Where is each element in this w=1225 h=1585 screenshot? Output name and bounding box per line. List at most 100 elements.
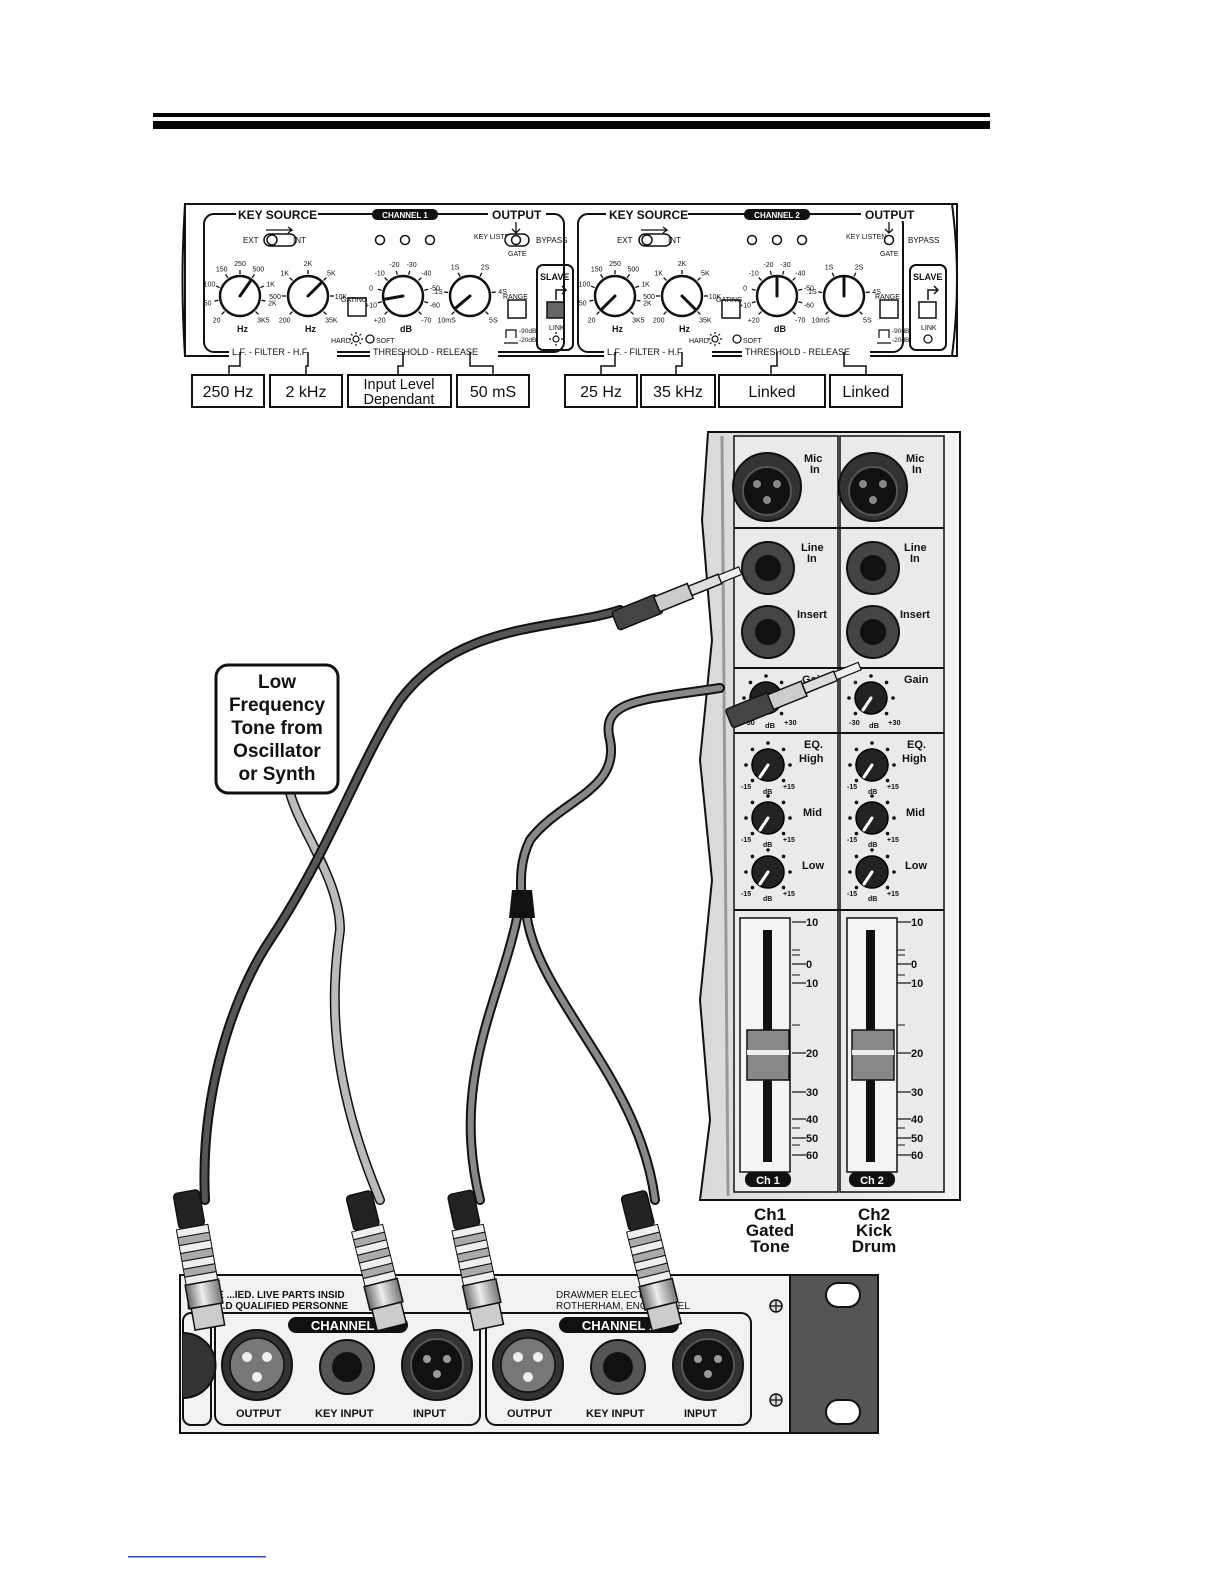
ch2-threshold-knob[interactable]: +20+100-10-20-30-40-50-60-70 <box>739 262 814 324</box>
ch1-lf-knob-scale-label: 50 <box>204 300 212 307</box>
ch2-insert-jack[interactable] <box>846 605 900 659</box>
rear-maker-1: DRAWMER ELECTRO <box>556 1290 659 1301</box>
ch1-mid-knob[interactable] <box>744 794 792 836</box>
ch2-gain-knob[interactable] <box>847 674 895 716</box>
rear-ch2-input-xlr[interactable] <box>401 1329 473 1401</box>
ch2-high-knob[interactable] <box>848 741 896 783</box>
ch1-thr-footer: THRESHOLD - RELEASE <box>373 347 478 357</box>
tone-source-line4: Oscillator <box>233 741 321 762</box>
ch1-release-knob-scale-label: 10mS <box>438 317 457 324</box>
ch1-gating-button[interactable] <box>347 297 367 317</box>
ch2-fader-mark: 60 <box>911 1150 923 1162</box>
ch1-fader-mark: 10 <box>806 917 818 929</box>
ch1-threshold-knob-scale-label: -50 <box>430 285 440 292</box>
rack-ear <box>789 1274 879 1434</box>
ch1-threshold-knob-scale-label: -70 <box>421 317 431 324</box>
ch2-line-in-jack[interactable] <box>846 541 900 595</box>
rack-ear-slot-top <box>825 1282 861 1308</box>
ch1-threshold-knob[interactable]: +20+100-10-20-30-40-50-60-70 <box>365 262 440 324</box>
ch2-thr-db: dB <box>774 324 786 334</box>
ch1-lf-knob-scale-label: 100 <box>204 281 216 288</box>
ch2-range-button[interactable] <box>879 299 899 319</box>
ch2-mid-min: -15 <box>847 837 857 844</box>
rear-partial-connector <box>182 1332 217 1399</box>
ch1-mid-min: -15 <box>741 837 751 844</box>
footer-link-underline[interactable] <box>128 1556 266 1558</box>
ch2-release-knob-scale-label: 2S <box>855 265 864 272</box>
rear-ch2-input-label: INPUT <box>413 1408 446 1420</box>
ch2-release-knob-scale-label: 4S <box>872 289 881 296</box>
ch2-output-switch[interactable] <box>883 234 895 246</box>
ch2-tag: Ch 2 <box>860 1175 884 1187</box>
rear-ch1-input-xlr[interactable] <box>672 1329 744 1401</box>
ch2-gating-button[interactable] <box>721 299 741 319</box>
ch2-fader-mark: 10 <box>911 978 923 990</box>
ch1-release-knob-scale-label: .1S <box>432 289 443 296</box>
ch1-high-max: +15 <box>783 784 795 791</box>
ch1-low-knob[interactable] <box>744 848 792 890</box>
rear-ch2-key-input-jack[interactable] <box>319 1339 375 1395</box>
ch2-mid-knob[interactable] <box>848 794 896 836</box>
ch1-range-20: -20dB <box>519 337 536 344</box>
ch1-high-min: -15 <box>741 784 751 791</box>
ch2-range-90: -90dB <box>892 328 909 335</box>
ch2-threshold-knob-scale-label: -30 <box>780 262 790 269</box>
ch2-gating-label: GATING <box>716 297 742 304</box>
ch1-high-knob[interactable] <box>744 741 792 783</box>
header-rule <box>153 113 990 129</box>
rear-ch1-key-input-jack[interactable] <box>590 1339 646 1395</box>
ch1-threshold-setting-line1: Input Level <box>364 377 435 393</box>
ch2-caption-3: Drum <box>852 1237 896 1256</box>
ch2-gain-label: Gain <box>904 674 929 686</box>
ch1-fader-mark: 50 <box>806 1133 818 1145</box>
ch2-gain-db: dB <box>869 721 880 730</box>
ch1-hf-knob-scale-label: 1K <box>280 271 289 278</box>
ch1-hf-setting: 2 kHz <box>286 384 327 401</box>
ch2-hf-setting: 35 kHz <box>653 384 703 401</box>
ch1-threshold-knob-scale-label: -10 <box>375 271 385 278</box>
mixer-strip: Mic In Mic In Line In Line In Insert Ins… <box>698 431 961 1201</box>
ch2-threshold-knob-scale-label: -60 <box>804 303 814 310</box>
ch1-range-button[interactable] <box>507 299 527 319</box>
ch2-mid-label: Mid <box>906 807 925 819</box>
ch1-threshold-knob-scale-label: -60 <box>430 303 440 310</box>
ch1-input-xlr-plug <box>620 1190 683 1332</box>
ch2-low-knob[interactable] <box>848 848 896 890</box>
ch1-release-knob-scale-label: 2S <box>481 265 490 272</box>
ch1-threshold-knob-scale-label: -30 <box>406 262 416 269</box>
ch1-low-min: -15 <box>741 891 751 898</box>
ch1-release-knob-scale-label: 5S <box>489 317 498 324</box>
ch2-title-pill <box>744 209 810 220</box>
ch2-hf-knob-scale-label: 1K <box>654 271 663 278</box>
ch1-lf-knob-scale-label: 3K5 <box>257 317 270 324</box>
ch2-mic-in-jack[interactable] <box>838 452 908 522</box>
ch2-hard-led-icon <box>708 332 722 346</box>
rear-ch2-key-input-label: KEY INPUT <box>315 1408 374 1420</box>
ch2-release-setting-box <box>829 374 903 408</box>
rear-ch2-output-xlr[interactable] <box>221 1329 293 1401</box>
ch1-link-button[interactable] <box>546 301 565 319</box>
settings-boxes: 250 Hz 2 kHz Input Level Dependant 50 mS… <box>191 374 903 408</box>
ch1-hf-knob-scale-label: 2K <box>304 261 313 268</box>
ch1-fader-mark: 20 <box>806 1048 818 1060</box>
ch2-link-button[interactable] <box>918 301 937 319</box>
ch2-threshold-knob-scale-label: -20 <box>763 262 773 269</box>
ch1-low-db: dB <box>763 896 772 903</box>
ch1-line-in-jack[interactable] <box>741 541 795 595</box>
rear-ch1-output-xlr[interactable] <box>492 1329 564 1401</box>
ch1-mic-in-jack[interactable] <box>732 452 802 522</box>
ch1-release-setting-box <box>456 374 530 408</box>
rear-ch2-title: CHANNEL 2 <box>311 1318 385 1333</box>
ch2-mic-label-1: Mic <box>906 453 924 465</box>
ch1-insert-jack[interactable] <box>741 605 795 659</box>
ch1-fader-mark: 40 <box>806 1114 818 1126</box>
ch1-high-db: dB <box>763 789 772 796</box>
ch2-fader-mark: 30 <box>911 1087 923 1099</box>
